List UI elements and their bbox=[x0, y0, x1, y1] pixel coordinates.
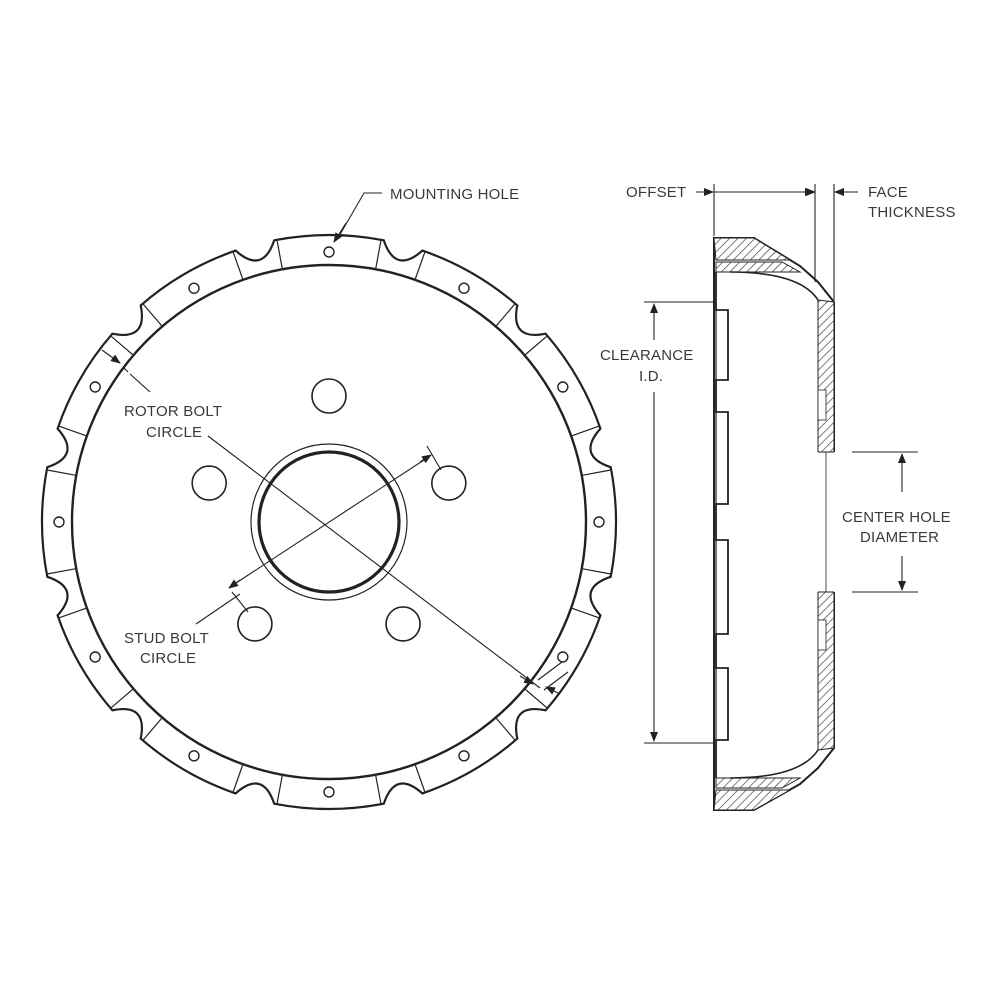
tab-side-line bbox=[582, 568, 611, 575]
hat-face-circle bbox=[70, 263, 588, 781]
side-section-view: OFFSET FACE THICKNESS CLEARANCE I.D. CEN… bbox=[600, 184, 956, 811]
mounting-hole bbox=[89, 381, 101, 393]
stud-hole bbox=[237, 606, 273, 642]
stud-hole bbox=[311, 378, 347, 414]
stud-bolt-circle-label-2: CIRCLE bbox=[140, 650, 196, 667]
rotor-bolt-circle-label-2: CIRCLE bbox=[146, 424, 202, 441]
clearance-id-label: CLEARANCE bbox=[600, 347, 694, 364]
tab-side-line bbox=[375, 240, 382, 269]
tab-side-line bbox=[110, 335, 134, 356]
stud-bolt-circle-dim-line bbox=[235, 459, 425, 584]
tab-side-line bbox=[375, 775, 382, 804]
stud-bolt-circle-label: STUD BOLT bbox=[124, 630, 209, 647]
tab-side-line bbox=[571, 425, 599, 437]
outer-flange-outline bbox=[40, 233, 618, 811]
rotor-bolt-circle-dim-line bbox=[207, 435, 541, 689]
stud-hole bbox=[385, 606, 421, 642]
stud-hole bbox=[431, 465, 467, 501]
mounting-hole bbox=[188, 282, 200, 294]
mounting-hole bbox=[89, 651, 101, 663]
front-view: MOUNTING HOLE ROTOR BOLT CIRCLE STUD BOL… bbox=[40, 186, 618, 811]
section-outer-profile bbox=[713, 237, 835, 811]
offset-label: OFFSET bbox=[626, 184, 686, 201]
tab-side-line bbox=[524, 688, 548, 709]
section-bottom-flange bbox=[713, 789, 792, 811]
tab-side-line bbox=[59, 425, 87, 437]
tab-side-line bbox=[232, 764, 244, 792]
tab-side-line bbox=[276, 240, 283, 269]
rotor-bolt-circle-label: ROTOR BOLT bbox=[124, 403, 222, 420]
mounting-hole bbox=[593, 516, 605, 528]
tab-side-line bbox=[110, 688, 134, 709]
mounting-hole-leader bbox=[337, 192, 382, 239]
section-inner-wall bbox=[715, 272, 729, 778]
tab-side-line bbox=[524, 335, 548, 356]
mounting-hole bbox=[188, 750, 200, 762]
tab-side-line bbox=[414, 252, 426, 280]
section-top-flange bbox=[713, 237, 792, 261]
clearance-id-label-2: I.D. bbox=[639, 368, 663, 385]
mounting-hole bbox=[323, 246, 335, 258]
center-bore-outer bbox=[250, 443, 408, 601]
mounting-hole bbox=[458, 750, 470, 762]
center-hole-diameter-label: CENTER HOLE bbox=[842, 509, 951, 526]
face-thickness-label-2: THICKNESS bbox=[868, 204, 956, 221]
mounting-hole bbox=[557, 651, 569, 663]
tab-side-line bbox=[232, 252, 244, 280]
stud-hole bbox=[191, 465, 227, 501]
tab-side-line bbox=[571, 607, 599, 619]
tab-side-line bbox=[47, 469, 76, 476]
tab-side-line bbox=[495, 303, 516, 327]
tab-side-line bbox=[59, 607, 87, 619]
tab-separator-lines bbox=[47, 240, 611, 804]
tab-side-line bbox=[47, 568, 76, 575]
mounting-hole bbox=[323, 786, 335, 798]
mounting-hole bbox=[53, 516, 65, 528]
mounting-hole-label: MOUNTING HOLE bbox=[390, 186, 519, 203]
tab-side-line bbox=[582, 469, 611, 476]
stud-holes bbox=[191, 378, 467, 642]
center-hole-diameter-label-2: DIAMETER bbox=[860, 529, 939, 546]
tab-side-line bbox=[495, 717, 516, 741]
mounting-hole bbox=[458, 282, 470, 294]
tab-side-line bbox=[414, 764, 426, 792]
mounting-hole bbox=[557, 381, 569, 393]
tab-side-line bbox=[142, 303, 163, 327]
tab-side-line bbox=[276, 775, 283, 804]
center-bore bbox=[257, 450, 401, 594]
mounting-holes bbox=[53, 246, 605, 798]
tab-side-line bbox=[142, 717, 163, 741]
face-thickness-label: FACE bbox=[868, 184, 908, 201]
